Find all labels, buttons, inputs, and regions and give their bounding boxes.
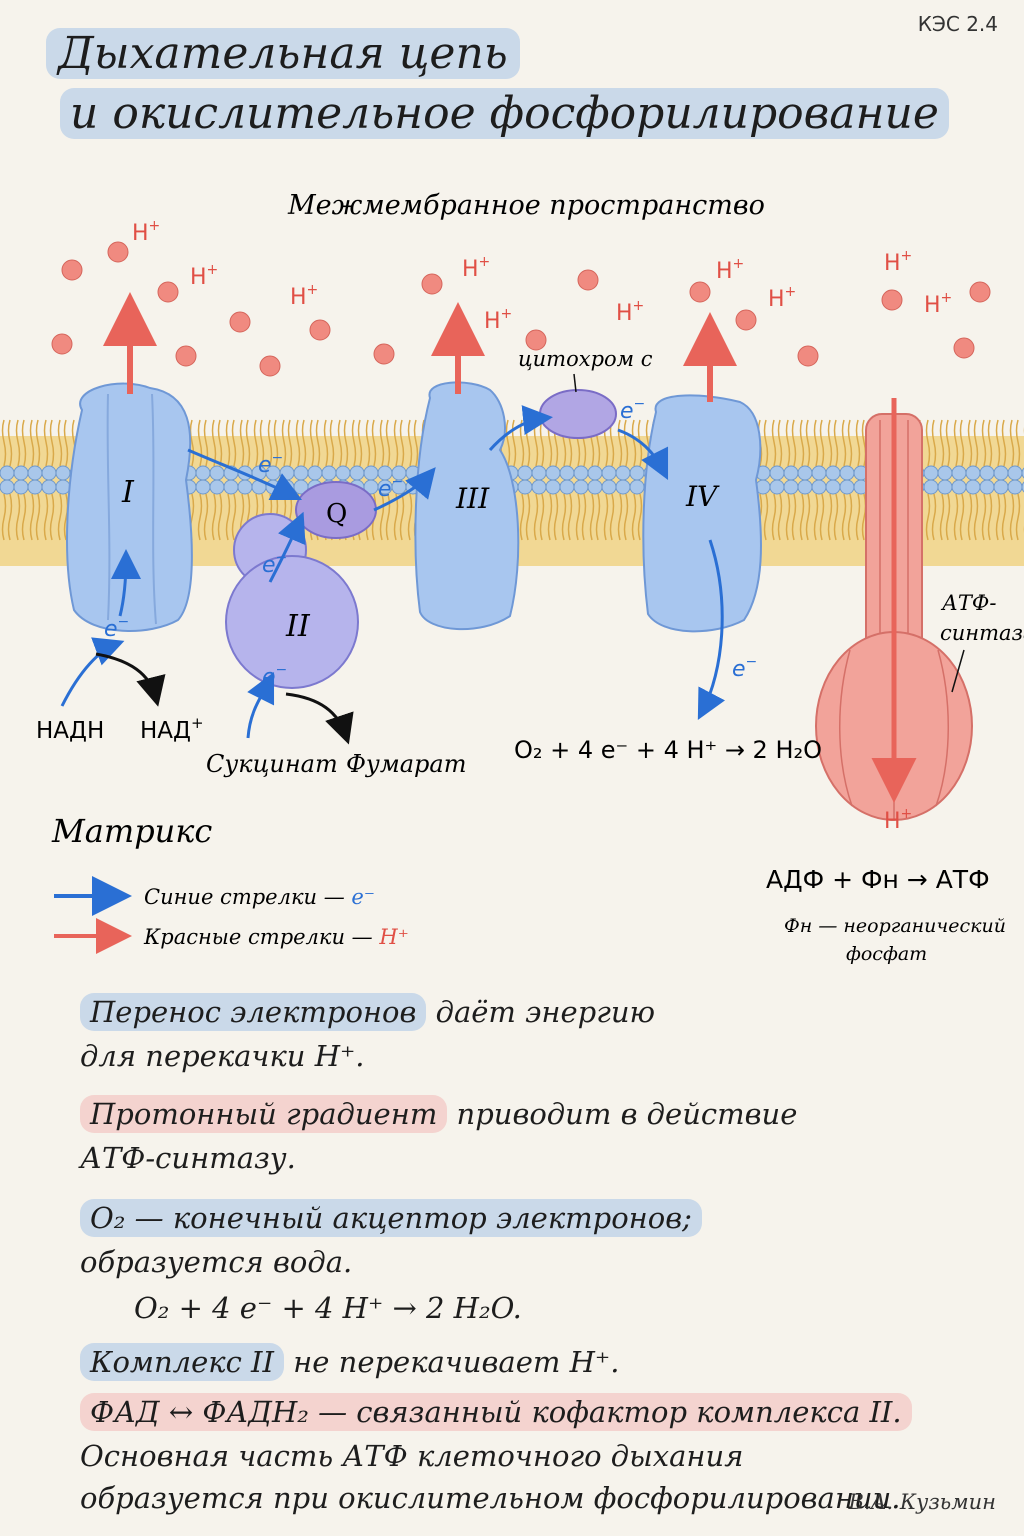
electron-labels: e− e− e− e− e− e− e− [104, 396, 757, 690]
note-1-line-2: для перекачки H⁺. [80, 1039, 365, 1073]
note-6-line-2: образуется при окислительном фосфорилиро… [80, 1481, 901, 1515]
legend-red-label: Красные стрелки — H⁺ [143, 925, 409, 949]
electron-label: e− [258, 450, 283, 478]
proton-label: H+ [884, 248, 912, 276]
electron-label: e− [378, 474, 403, 502]
proton-dots [51, 241, 991, 377]
proton-label: H+ [768, 284, 796, 312]
proton-label: H+ [132, 218, 160, 246]
note-3: O₂ — конечный акцептор электронов; [80, 1196, 702, 1240]
intermembrane-label: Межмембранное пространство [287, 190, 765, 221]
title-line-1: Дыхательная цепь [46, 28, 520, 79]
complex-iv [642, 394, 762, 633]
note-3-highlight: O₂ — конечный акцептор электронов; [80, 1199, 702, 1237]
note-3-equation: O₂ + 4 e⁻ + 4 H⁺ → 2 H₂O. [134, 1291, 522, 1325]
page-code: КЭС 2.4 [917, 12, 998, 36]
complex-iii-label: III [455, 482, 490, 515]
succinate-to-fumarate-arrow [285, 692, 354, 745]
cytochrome-label: цитохром c [518, 347, 653, 371]
proton-label: H+ [924, 290, 952, 318]
note-4-rest: не перекачивает H⁺. [283, 1345, 620, 1379]
electron-label: e− [620, 396, 645, 424]
title-line-2: и окислительное фосфорилирование [60, 88, 949, 139]
note-5: ФАД ↔ ФАДН₂ — связанный кофактор комплек… [80, 1390, 912, 1434]
electron-label: e− [104, 614, 129, 642]
electron-arrows [60, 405, 726, 739]
electron-label: e− [732, 654, 757, 682]
succinate-label: Сукцинат [206, 750, 338, 778]
proton-label: H+ [716, 256, 744, 284]
note-2-rest: приводит в действие [447, 1097, 798, 1131]
note-5-highlight: ФАД ↔ ФАДН₂ — связанный кофактор комплек… [80, 1393, 912, 1431]
complex-iii [414, 381, 520, 631]
note-1-rest: даёт энергию [426, 995, 656, 1029]
complex-i [66, 382, 193, 632]
note-4: Комплекс II не перекачивает H⁺. [80, 1340, 619, 1384]
note-2-highlight: Протонный градиент [80, 1095, 448, 1133]
pi-note-1: Фн — неорганический [784, 915, 1006, 937]
pi-note-2: фосфат [846, 943, 927, 965]
o2-reaction-diagram: O₂ + 4 e⁻ + 4 H⁺ → 2 H₂O [514, 736, 822, 764]
note-3-line-2: образуется вода. [80, 1245, 353, 1279]
proton-label: H+ [484, 306, 512, 334]
fumarate-label: Фумарат [346, 750, 466, 778]
proton-label: H+ [190, 262, 218, 290]
quinone-label: Q [326, 499, 347, 529]
respiratory-chain-diagram: Межмембранное пространство H+ H+ H+ H+ H… [0, 190, 1024, 965]
atp-reaction: АДФ + Фн → АТФ [766, 865, 990, 894]
note-1: Перенос электронов даёт энергию [80, 990, 655, 1034]
proton-labels: H+ H+ H+ H+ H+ H+ H+ H+ H+ H+ [132, 218, 952, 334]
matrix-proton-label: H+ [884, 806, 912, 834]
author-signature: В.А. Кузьмин [848, 1490, 996, 1514]
nadh-to-nad-arrow [95, 652, 166, 707]
complex-iv-label: IV [685, 480, 720, 513]
proton-label: H+ [462, 254, 490, 282]
complex-ii [225, 555, 359, 689]
legend-blue-label: Синие стрелки — e⁻ [144, 885, 375, 909]
nad-label: НАД+ [140, 714, 204, 744]
note-2-line-2: АТФ-синтазу. [80, 1141, 296, 1175]
atp-synthase-label-1: АТФ- [940, 591, 996, 615]
cytochrome-c [539, 389, 617, 439]
complex-ii-label: II [285, 609, 311, 644]
note-6: Основная часть АТФ клеточного дыхания [80, 1439, 744, 1473]
note-2: Протонный градиент приводит в действие [80, 1092, 797, 1136]
note-1-highlight: Перенос электронов [80, 993, 427, 1031]
proton-pump-arrows [103, 292, 737, 402]
matrix-label: Матрикс [51, 812, 212, 850]
proton-label: H+ [290, 282, 318, 310]
electron-label: e− [262, 550, 287, 578]
atp-synthase-label-2: синтаза [940, 621, 1024, 645]
complex-i-label: I [121, 475, 135, 510]
electron-label: e− [262, 662, 287, 690]
nadh-label: НАДН [36, 718, 104, 744]
note-4-highlight: Комплекс II [80, 1343, 284, 1381]
proton-label: H+ [616, 298, 644, 326]
